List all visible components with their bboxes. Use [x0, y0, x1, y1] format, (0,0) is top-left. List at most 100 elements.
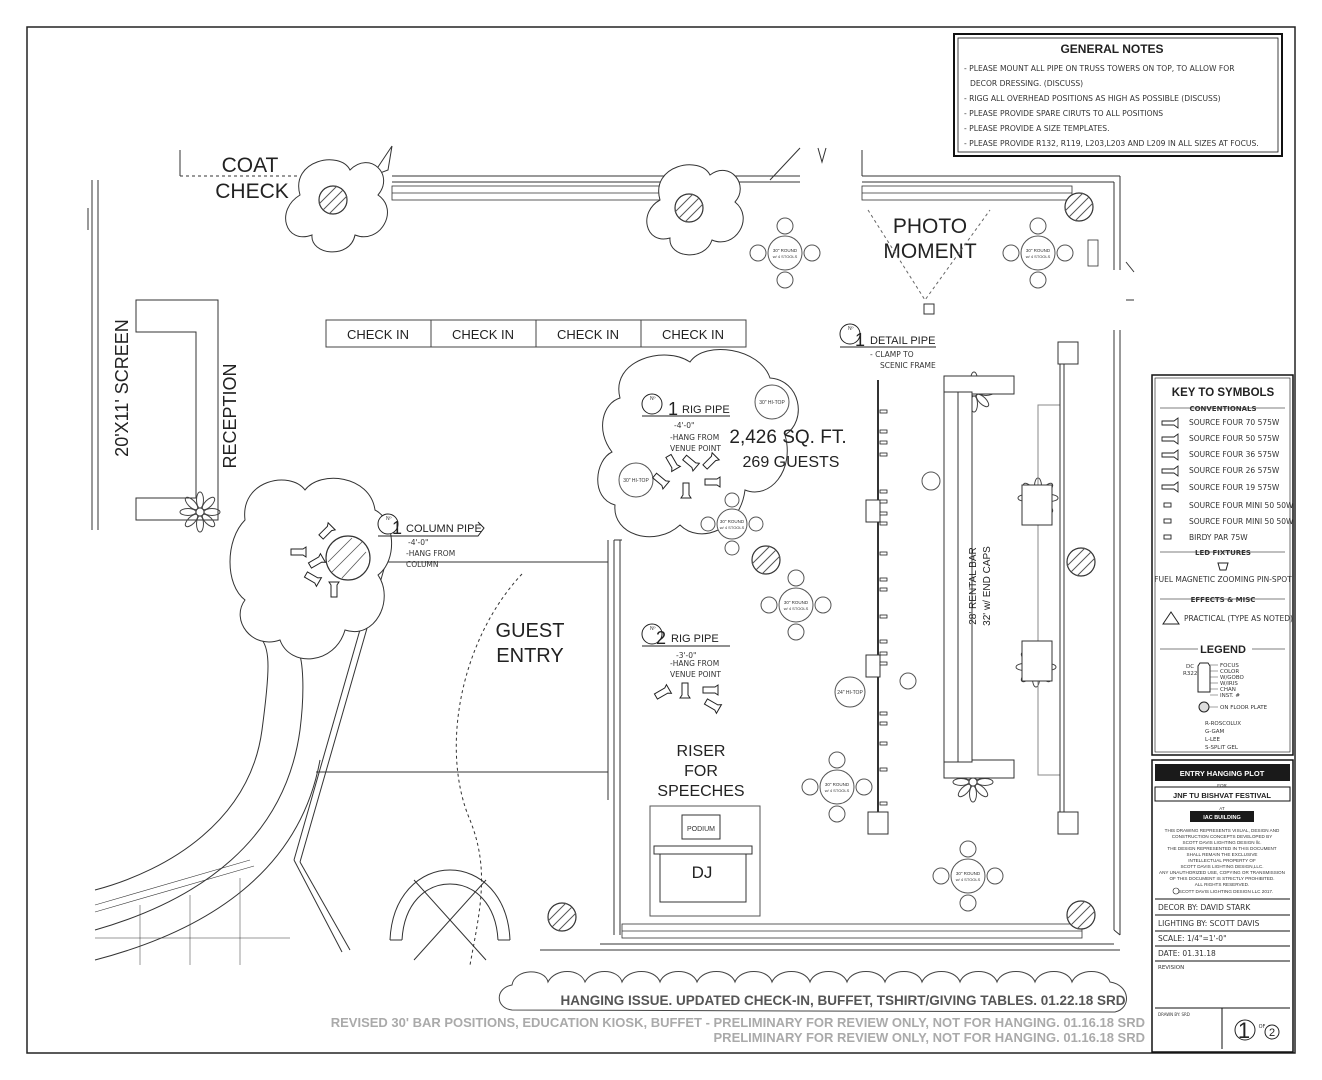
svg-text:CHAN: CHAN: [1220, 687, 1236, 693]
svg-text:w/ 4 STOOLS: w/ 4 STOOLS: [784, 606, 809, 611]
general-note-line: - RIGG ALL OVERHEAD POSITIONS AS HIGH AS…: [964, 94, 1221, 103]
column: [1066, 900, 1096, 930]
revision-heading: REVISION: [1158, 965, 1184, 971]
check-in-table: CHECK IN: [347, 327, 409, 342]
rental-bar: [943, 375, 1061, 779]
svg-text:30" ROUND: 30" ROUND: [773, 248, 798, 253]
check-in-tables: CHECK IN CHECK IN CHECK IN CHECK IN: [325, 319, 747, 348]
svg-text:-4'-0": -4'-0": [408, 538, 428, 547]
floor-plate-icon: [1198, 701, 1210, 713]
general-note-line: - PLEASE MOUNT ALL PIPE ON TRUSS TOWERS …: [964, 64, 1235, 73]
key-item: FUEL MAGNETIC ZOOMING PIN-SPOT: [1154, 575, 1292, 584]
hi-top-table: [921, 471, 941, 491]
svg-text:w/ 4 STOOLS: w/ 4 STOOLS: [825, 788, 850, 793]
reception-label: RECEPTION: [220, 363, 240, 468]
page-number: 1: [1238, 1018, 1250, 1043]
date-note: DATE: 01.31.18: [1158, 949, 1216, 958]
column: [1064, 192, 1094, 222]
column: [547, 902, 577, 932]
svg-text:OF: OF: [1259, 1024, 1266, 1030]
guest-entry-label: ENTRY: [496, 645, 563, 667]
svg-text:INST. #: INST. #: [1220, 693, 1240, 699]
effects-heading: EFFECTS & MISC: [1191, 596, 1256, 604]
svg-text:VENUE POINT: VENUE POINT: [670, 670, 721, 679]
scale-note: SCALE: 1/4"=1'-0": [1158, 934, 1227, 943]
revision-note: HANGING ISSUE. UPDATED CHECK-IN, BUFFET,…: [560, 993, 1125, 1008]
svg-text:AT: AT: [1219, 806, 1225, 811]
svg-text:RIG PIPE: RIG PIPE: [671, 633, 719, 645]
svg-text:COLOR: COLOR: [1220, 669, 1239, 675]
detail-pipe-fixtures: [879, 409, 888, 806]
drawn-by: DRAWN BY: SRD: [1158, 1012, 1190, 1017]
round-table: 30" ROUND w/ 4 STOOLS: [1002, 217, 1074, 289]
general-notes-title: GENERAL NOTES: [1060, 42, 1163, 56]
svg-text:RIG PIPE: RIG PIPE: [682, 404, 730, 416]
drawing-border: [26, 26, 1296, 1054]
key-title: KEY TO SYMBOLS: [1172, 387, 1275, 399]
svg-text:ALL RIGHTS RESERVED.: ALL RIGHTS RESERVED.: [1195, 882, 1249, 887]
svg-text:DETAIL PIPE: DETAIL PIPE: [870, 335, 935, 347]
decor-credit: DECOR BY: DAVID STARK: [1158, 903, 1251, 912]
hi-top-table: 24" HI-TOP: [834, 676, 866, 708]
key-item: SOURCE FOUR 36 575W: [1189, 450, 1280, 459]
svg-text:SCOTT DAVIS LIGHTING DESIGN LL: SCOTT DAVIS LIGHTING DESIGN LLC 2017.: [1179, 889, 1274, 894]
svg-text:S-SPLIT GEL: S-SPLIT GEL: [1205, 745, 1239, 751]
guest-entry-label: GUEST: [496, 620, 565, 642]
top-bar-counters: [391, 185, 1099, 939]
svg-text:COLUMN: COLUMN: [406, 560, 439, 569]
svg-text:2: 2: [656, 628, 666, 648]
column: [318, 185, 348, 215]
general-notes-box: GENERAL NOTES - PLEASE MOUNT ALL PIPE ON…: [953, 33, 1283, 157]
key-item: SOURCE FOUR MINI 50 50W: [1189, 501, 1294, 510]
round-table: 30" ROUND w/ 4 STOOLS: [749, 217, 821, 289]
coat-check-label: COAT: [222, 154, 279, 177]
column: [674, 193, 704, 223]
svg-text:W/GOBO: W/GOBO: [1220, 675, 1245, 681]
column: [325, 535, 371, 581]
svg-text:SCOTT DAVIS LIGHTING DESIGN ll: SCOTT DAVIS LIGHTING DESIGN llc.: [1183, 840, 1262, 845]
revision-note: REVISED 30' BAR POSITIONS, EDUCATION KIO…: [331, 1015, 1145, 1030]
svg-text:SCENIC FRAME: SCENIC FRAME: [880, 361, 936, 370]
svg-text:30" ROUND: 30" ROUND: [784, 600, 809, 605]
svg-text:FOR: FOR: [1217, 783, 1227, 788]
svg-text:w/ 4 STOOLS: w/ 4 STOOLS: [1026, 254, 1051, 259]
svg-text:Nº: Nº: [386, 516, 392, 522]
general-note-line: - PLEASE PROVIDE A SIZE TEMPLATES.: [964, 124, 1110, 133]
round-table: 30" ROUND w/ 4 STOOLS: [700, 492, 764, 556]
general-note-line: - PLEASE PROVIDE R132, R119, L203,L203 A…: [964, 139, 1259, 148]
round-table: 30" ROUND w/ 4 STOOLS: [760, 569, 832, 641]
column: [1066, 547, 1096, 577]
svg-text:W/IRIS: W/IRIS: [1220, 681, 1238, 687]
key-item: SOURCE FOUR MINI 50 50W: [1189, 517, 1294, 526]
rental-bar-label: 28' RENTAL BAR: [968, 547, 979, 625]
detail-pipe: [865, 341, 1079, 835]
svg-text:ON FLOOR PLATE: ON FLOOR PLATE: [1220, 705, 1268, 711]
svg-text:30" ROUND: 30" ROUND: [1026, 248, 1051, 253]
column-pipe-cloud: [229, 477, 392, 660]
total-pages: 2: [1269, 1027, 1275, 1039]
general-note-line: - PLEASE PROVIDE SPARE CIRUTS TO ALL POS…: [964, 109, 1163, 118]
svg-text:SCOTT DAVIS LIGHTING DESIGN,LL: SCOTT DAVIS LIGHTING DESIGN,LLC.: [1180, 864, 1263, 869]
riser-label: FOR: [684, 763, 718, 780]
conventionals-heading: CONVENTIONALS: [1189, 405, 1256, 413]
position-label-rig-pipe-1: Nº 1 RIG PIPE -4'-0" -HANG FROM VENUE PO…: [641, 393, 730, 453]
square-footage: 2,426 SQ. FT.: [729, 427, 846, 448]
svg-text:30" HI-TOP: 30" HI-TOP: [623, 478, 649, 484]
check-in-table: CHECK IN: [452, 327, 514, 342]
svg-text:R322: R322: [1183, 671, 1197, 677]
svg-text:30" ROUND: 30" ROUND: [720, 519, 745, 524]
svg-text:THE DESIGN REPRESENTED IN THIS: THE DESIGN REPRESENTED IN THIS DOCUMENT: [1167, 846, 1276, 851]
general-note-line: DECOR DRESSING. (DISCUSS): [970, 79, 1083, 88]
key-item: SOURCE FOUR 70 575W: [1189, 418, 1280, 427]
svg-text:Nº: Nº: [650, 626, 656, 632]
svg-text:COLUMN PIPE: COLUMN PIPE: [406, 523, 482, 535]
svg-text:SHALL REMAIN THE EXCLUSIVE: SHALL REMAIN THE EXCLUSIVE: [1187, 852, 1258, 857]
svg-text:24" HI-TOP: 24" HI-TOP: [837, 690, 863, 696]
position-label-column-pipe: Nº 1 COLUMN PIPE -4'-0" -HANG FROM COLUM…: [377, 513, 485, 569]
svg-text:30" HI-TOP: 30" HI-TOP: [759, 400, 785, 406]
svg-text:ANY UNAUTHORIZED USE, COPYING: ANY UNAUTHORIZED USE, COPYING OR TRANSMI…: [1159, 870, 1285, 875]
svg-text:w/ 4 STOOLS: w/ 4 STOOLS: [720, 525, 745, 530]
svg-text:VENUE POINT: VENUE POINT: [670, 444, 721, 453]
svg-text:-3'-0": -3'-0": [676, 651, 696, 660]
